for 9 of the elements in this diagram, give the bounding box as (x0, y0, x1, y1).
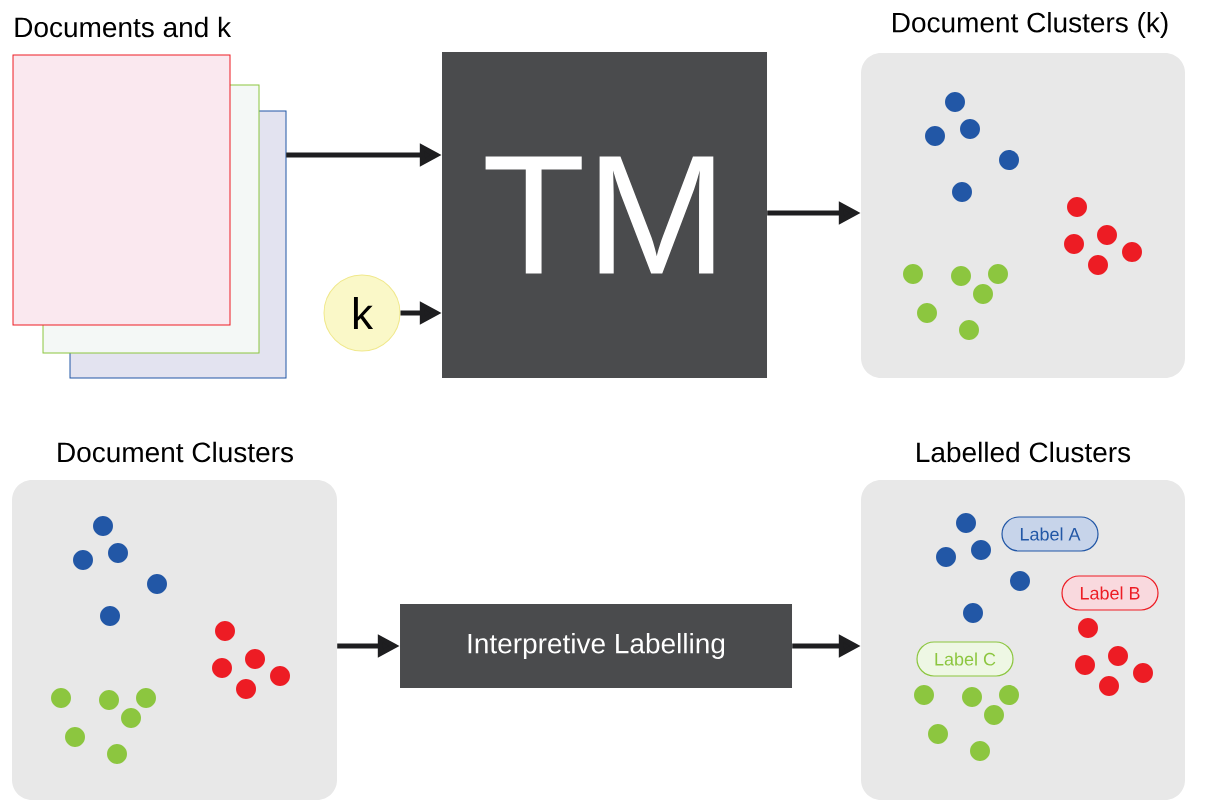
heading: Document Clusters (k) (893, 11, 1168, 39)
label-pill: Label B (1061, 575, 1159, 611)
heading: Documents and k (15, 16, 232, 38)
label-pill: Label A (1001, 516, 1099, 552)
label-pill: Label C (916, 641, 1014, 677)
process-box: Interpretive Labelling (400, 604, 792, 688)
model-box: TM (442, 52, 767, 378)
heading: Document Clusters (58, 441, 293, 463)
heading: Labelled Clusters (917, 441, 1131, 463)
